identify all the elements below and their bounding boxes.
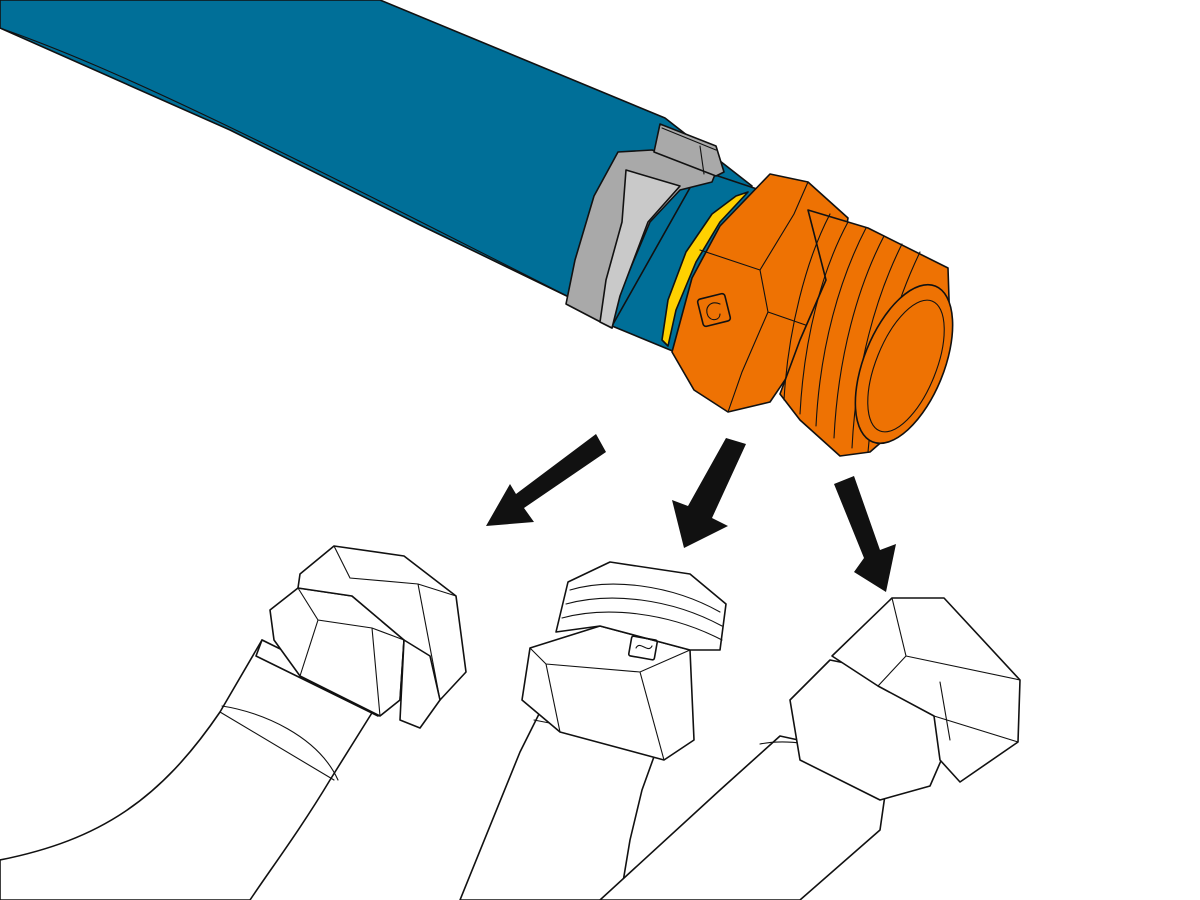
hose-clamp bbox=[565, 123, 725, 329]
hose-edge-line bbox=[0, 27, 576, 301]
hose-outline-left bbox=[0, 639, 381, 900]
stamped-logo-icon bbox=[627, 635, 659, 661]
fitting-threads bbox=[783, 213, 921, 453]
clamp-tab-fold bbox=[661, 127, 717, 175]
option-nut-connector bbox=[0, 545, 467, 900]
fitting-bore-inner bbox=[867, 299, 945, 433]
arrow-down-icon bbox=[672, 438, 746, 548]
clamp-band-inner bbox=[599, 169, 681, 329]
fitting-bore-outer bbox=[854, 283, 954, 445]
arrow-down-icon bbox=[834, 476, 896, 592]
clamp-tab bbox=[653, 123, 725, 177]
sealing-ring bbox=[661, 191, 749, 347]
orange-fitting bbox=[671, 173, 954, 457]
arrow-down-icon bbox=[486, 434, 606, 526]
arrow-left bbox=[486, 434, 606, 526]
fitting-hex-body bbox=[671, 173, 849, 413]
option-female-nut bbox=[599, 597, 1021, 900]
arrow-right bbox=[834, 476, 896, 592]
arrow-middle bbox=[672, 438, 746, 548]
stamped-logo-icon bbox=[696, 292, 732, 328]
